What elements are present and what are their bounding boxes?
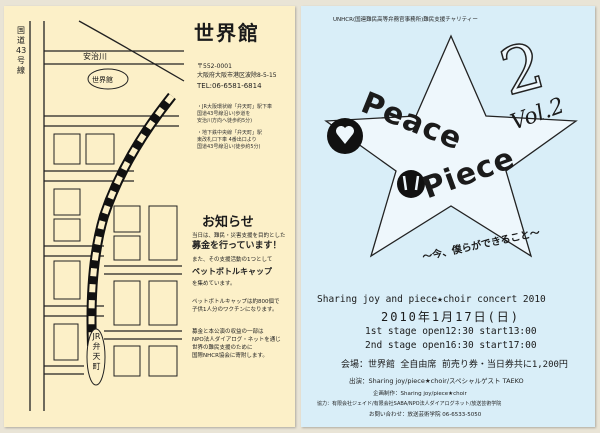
stage-2-time: 2nd stage open16:30 start17:00 — [365, 340, 537, 351]
organizer-banner: UNHCR(国連難民高等弁務官事務所)難民支援チャリティー — [333, 17, 478, 23]
phone-line: TEL:06-6581-6814 — [197, 82, 262, 90]
organizer-line: 企画制作：Sharing joy/piece★choir — [373, 391, 467, 397]
left-page-map: 国道43号線 安治川 世界館 JR弁天町 世界館 〒552-0001 大阪府大阪… — [4, 6, 295, 427]
concert-title: Sharing joy and piece★choir concert 2010 — [317, 294, 546, 305]
news-line: を集めています。 — [192, 281, 236, 287]
stage-1-time: 1st stage open12:30 start13:00 — [365, 326, 537, 337]
news-line: 募金を行っています！ — [192, 241, 282, 251]
title-art: 2 — [324, 28, 578, 258]
news-line: ペットボトルキャップは約800個で — [192, 299, 280, 305]
address-line: 大阪府大阪市港区波除8-5-15 — [197, 72, 277, 79]
news-line: ペットボトルキャップ — [192, 267, 272, 276]
concert-date: 2010年1月17日(日) — [381, 310, 521, 324]
venue-ticket-info: 会場：世界館 全自由席 前売り券・当日券共に1,200円 — [341, 360, 568, 370]
cooperation-line: 協力：有限会社ジェイド/有限会社SABA/NPO法人ダイアログネット/放送芸術学… — [317, 401, 502, 407]
access-line: 国道43号線沿い(徒歩約5分) — [197, 144, 261, 150]
news-line: また、その支援活動の1つとして — [192, 257, 273, 263]
news-line: 国際NHCR協会に寄附します。 — [192, 353, 268, 359]
access-line: ・地下鉄中央線「弁天町」駅 — [197, 130, 263, 136]
news-line: NPO法人ダイアログ・ネットを通じ — [192, 337, 281, 343]
access-line: 安治川方向へ徒歩約5分) — [197, 118, 253, 124]
venue-title: 世界館 — [194, 21, 260, 45]
news-line: 世界の難民支援のために — [192, 345, 253, 351]
access-line: 東改札口下車 4番出口より — [197, 137, 257, 143]
performers-line: 出演：Sharing joy/piece★choir/スペシャルゲスト TAEK… — [349, 377, 524, 385]
news-title: お知らせ — [202, 215, 254, 230]
access-line: ・JR大阪環状線「弁天町」駅下車 — [197, 104, 272, 110]
news-line: 子供1人分のワクチンになります。 — [192, 307, 278, 313]
station-label: JR弁天町 — [92, 332, 101, 371]
address-line: 〒552-0001 — [197, 63, 232, 70]
star-outline — [324, 34, 578, 258]
venue-marker-label: 世界館 — [92, 76, 113, 84]
access-map — [29, 20, 185, 411]
right-page-poster: UNHCR(国連難民高等弁務官事務所)難民支援チャリティー 2 Peace Pi… — [301, 6, 595, 427]
access-line: 国道43号線沿い(歩道を — [197, 111, 251, 117]
news-line: 当日は、難民・災害支援を目的とした — [192, 233, 286, 239]
inquiry-line: お問い合わせ：放送芸術学院 06-6533-5050 — [369, 412, 482, 418]
river-label: 安治川 — [83, 52, 107, 61]
news-line: 募金と本公演の収益の一部は — [192, 329, 264, 335]
road-label: 国道43号線 — [16, 26, 27, 75]
